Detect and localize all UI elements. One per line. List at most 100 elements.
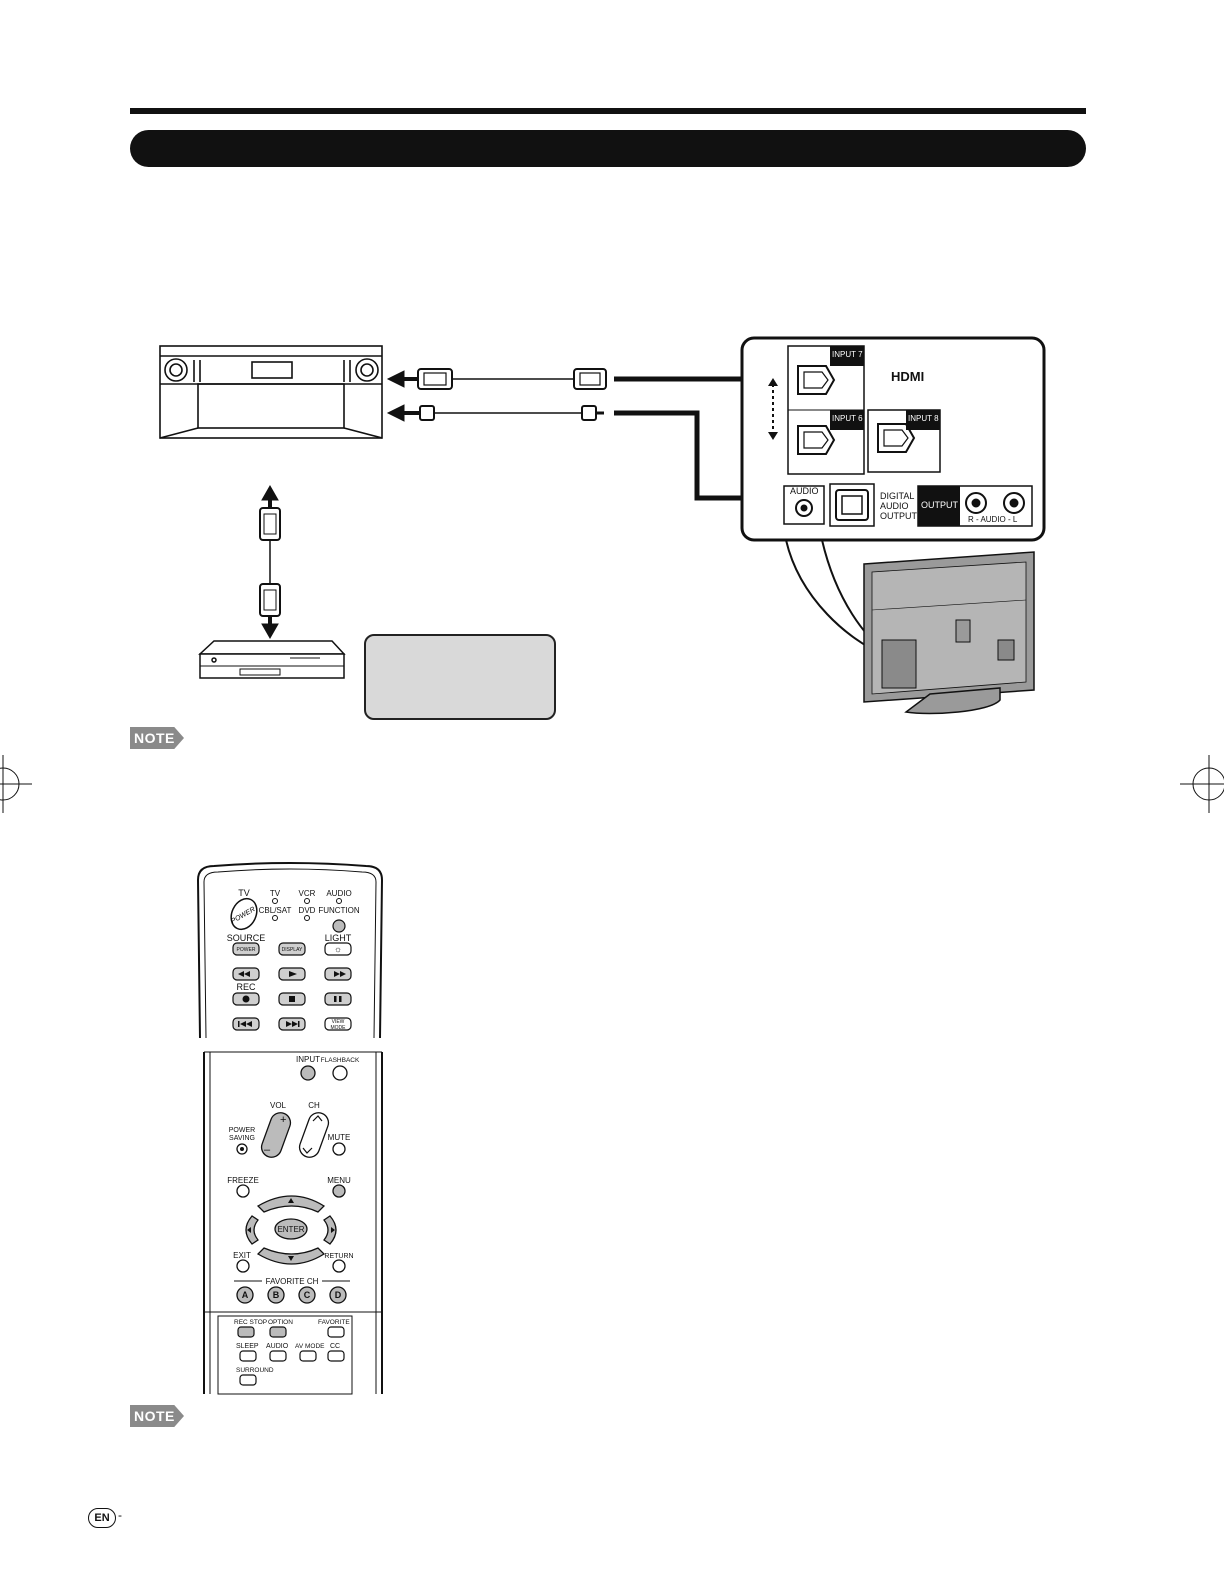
exit-button[interactable] bbox=[236, 1259, 250, 1273]
audio-jack-label: AUDIO bbox=[790, 486, 819, 496]
vol-label: VOL bbox=[270, 1101, 287, 1110]
callout-box bbox=[364, 634, 556, 720]
dpad-up[interactable] bbox=[256, 1195, 326, 1213]
language-badge: EN bbox=[88, 1508, 116, 1528]
remote-tv-mode-label: TV bbox=[270, 889, 281, 898]
dpad-down[interactable] bbox=[256, 1247, 326, 1265]
input6-label: INPUT 6 bbox=[832, 414, 863, 423]
return-button[interactable] bbox=[332, 1259, 346, 1273]
enter-button[interactable] bbox=[274, 1218, 308, 1240]
cc-button[interactable] bbox=[327, 1350, 345, 1362]
input8-label: INPUT 8 bbox=[908, 414, 939, 423]
digital-label-3: OUTPUT bbox=[880, 511, 918, 521]
vol-minus: – bbox=[264, 1144, 271, 1156]
rec-stop-button[interactable] bbox=[237, 1326, 255, 1338]
ch-down-icon bbox=[302, 1147, 313, 1154]
note-badge-2: NOTE bbox=[130, 1405, 184, 1427]
display-button[interactable] bbox=[278, 942, 306, 956]
cc-label: CC bbox=[330, 1343, 340, 1350]
volume-rocker[interactable] bbox=[259, 1110, 294, 1160]
vol-plus: + bbox=[280, 1114, 286, 1126]
menu-label: MENU bbox=[327, 1176, 351, 1185]
exit-label: EXIT bbox=[233, 1251, 251, 1260]
remote-function-label: FUNCTION bbox=[318, 906, 360, 915]
freeze-label: FREEZE bbox=[227, 1176, 259, 1185]
enter-text: ENTER bbox=[277, 1225, 304, 1234]
registration-mark-right bbox=[1180, 755, 1224, 813]
flashback-button[interactable] bbox=[332, 1065, 348, 1081]
tv-terminal-panel bbox=[740, 336, 1046, 542]
view-mode-button[interactable] bbox=[324, 1017, 352, 1031]
remote-tv-label: TV bbox=[238, 888, 250, 898]
dpad-right[interactable] bbox=[323, 1215, 337, 1245]
surround-button[interactable] bbox=[239, 1374, 257, 1386]
audio-label: AUDIO bbox=[266, 1343, 289, 1350]
digital-label-2: AUDIO bbox=[880, 501, 909, 511]
play-icon bbox=[289, 971, 297, 977]
mute-label: MUTE bbox=[328, 1133, 351, 1142]
input7-label: INPUT 7 bbox=[832, 350, 863, 359]
freeze-button[interactable] bbox=[236, 1184, 250, 1198]
view-text: VIEW bbox=[332, 1019, 345, 1025]
remote-source-label: SOURCE bbox=[227, 933, 266, 943]
input-label: INPUT bbox=[296, 1055, 320, 1064]
remote-cbl-sat-label: CBL/SAT bbox=[259, 906, 292, 915]
favorite-d-button[interactable] bbox=[329, 1286, 347, 1304]
r-audio-l-label: R - AUDIO - L bbox=[968, 515, 1018, 524]
sleep-button[interactable] bbox=[239, 1350, 257, 1362]
power-saving-label-1: POWER bbox=[229, 1127, 255, 1134]
rec-stop-label: REC STOP bbox=[234, 1319, 267, 1326]
favorite-button[interactable] bbox=[327, 1326, 345, 1338]
surround-label: SURROUND bbox=[236, 1367, 274, 1374]
audio-button[interactable] bbox=[269, 1350, 287, 1362]
option-button[interactable] bbox=[269, 1326, 287, 1338]
dpad-left[interactable] bbox=[245, 1215, 259, 1245]
tv-panel-labels: INPUT 7 INPUT 6 INPUT 8 HDMI AUDIO DIGIT… bbox=[790, 350, 1018, 524]
top-rule bbox=[130, 108, 1086, 114]
power-saving-label-2: SAVING bbox=[229, 1135, 255, 1142]
av-mode-label: AV MODE bbox=[295, 1343, 325, 1350]
stop-icon bbox=[289, 996, 295, 1002]
favorite-label: FAVORITE bbox=[318, 1319, 350, 1326]
mute-button[interactable] bbox=[332, 1142, 346, 1156]
favorite-a-button[interactable] bbox=[236, 1286, 254, 1304]
remote-rec-label: REC bbox=[236, 982, 256, 992]
display-text: DISPLAY bbox=[282, 947, 303, 953]
favorite-c-button[interactable] bbox=[298, 1286, 316, 1304]
light-icon: ☼ bbox=[334, 944, 342, 954]
hdmi-logo: HDMI bbox=[891, 369, 924, 384]
light-button[interactable] bbox=[324, 942, 352, 956]
function-button[interactable] bbox=[332, 919, 346, 933]
channel-rocker[interactable] bbox=[297, 1110, 332, 1160]
section-title-bar bbox=[130, 130, 1086, 167]
tv-power-button[interactable] bbox=[226, 894, 261, 933]
remote-top-illustration: TV TV VCR AUDIO CBL/SAT DVD FUNCTION SOU… bbox=[196, 862, 384, 1039]
remote-vcr-label: VCR bbox=[299, 889, 316, 898]
favorite-c-text: C bbox=[304, 1290, 311, 1300]
source-power-button[interactable] bbox=[232, 942, 260, 956]
av-receiver-illustration bbox=[159, 345, 383, 439]
favorite-b-button[interactable] bbox=[267, 1286, 285, 1304]
favorite-ch-label: FAVORITE CH bbox=[266, 1277, 319, 1286]
favorite-a-text: A bbox=[242, 1290, 249, 1300]
recorder-illustration bbox=[198, 640, 346, 679]
av-mode-button[interactable] bbox=[299, 1350, 317, 1362]
remote-dvd-label: DVD bbox=[299, 906, 316, 915]
ch-label: CH bbox=[308, 1101, 320, 1110]
favorite-b-text: B bbox=[273, 1290, 280, 1300]
menu-button[interactable] bbox=[332, 1184, 346, 1198]
output-label: OUTPUT bbox=[921, 500, 959, 510]
return-label: RETURN bbox=[324, 1253, 353, 1260]
favorite-d-text: D bbox=[335, 1290, 342, 1300]
option-label: OPTION bbox=[268, 1319, 293, 1326]
pause-button[interactable] bbox=[324, 992, 352, 1006]
input-button[interactable] bbox=[300, 1065, 316, 1081]
remote-bottom-illustration: INPUT FLASHBACK VOL CH POWER SAVING MUTE… bbox=[203, 1051, 383, 1395]
tv-back-illustration bbox=[863, 551, 1035, 715]
ch-up-icon bbox=[312, 1115, 323, 1122]
remote-audio-mode-label: AUDIO bbox=[326, 889, 351, 898]
digital-label-1: DIGITAL bbox=[880, 491, 914, 501]
source-power-text: POWER bbox=[237, 947, 256, 953]
sleep-label: SLEEP bbox=[236, 1343, 259, 1350]
